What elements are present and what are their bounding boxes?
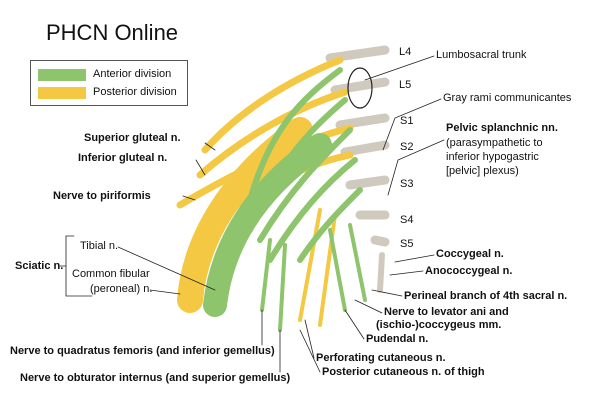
label-pelvic-line3: [pelvic] plexus)	[446, 165, 519, 177]
label-tibial: Tibial n.	[80, 240, 119, 252]
label-superior-gluteal: Superior gluteal n.	[84, 132, 181, 144]
label-sciatic: Sciatic n.	[15, 260, 64, 272]
label-lumbosacral-trunk: Lumbosacral trunk	[436, 49, 527, 61]
posterior-swatch	[38, 87, 86, 99]
label-pelvic-splanchnic: Pelvic splanchnic nn.	[446, 122, 558, 134]
label-inferior-gluteal: Inferior gluteal n.	[78, 152, 168, 164]
page-title: PHCN Online	[46, 20, 179, 45]
leader-lines	[59, 55, 445, 373]
label-s1: S1	[400, 115, 414, 127]
label-pelvic-line1: (parasympathetic to	[446, 137, 543, 149]
label-perineal-branch: Perineal branch of 4th sacral n.	[404, 290, 568, 302]
lumbosacral-ring	[347, 67, 373, 109]
label-l5: L5	[399, 79, 412, 91]
sciatic-anterior-band	[203, 133, 332, 317]
label-pelvic-line2: inferior hypogastric	[446, 151, 539, 163]
posterior-division-nerves	[176, 56, 354, 327]
label-gray-rami: Gray rami communicantes	[443, 92, 572, 104]
label-coccygeal: Coccygeal n.	[436, 248, 504, 260]
legend-anterior: Anterior division	[93, 68, 172, 80]
spinal-roots	[325, 45, 390, 293]
label-perforating-cutaneous: Perforating cutaneous n.	[316, 352, 446, 364]
legend: Anterior division Posterior division	[30, 60, 188, 106]
label-l4: L4	[399, 46, 412, 58]
label-coccygeus: (ischio-)coccygeus mm.	[376, 319, 502, 331]
label-s2: S2	[400, 141, 414, 153]
label-nerve-piriformis: Nerve to piriformis	[53, 190, 151, 202]
label-posterior-cutaneous: Posterior cutaneous n. of thigh	[322, 366, 485, 378]
anterior-division-nerves	[247, 67, 367, 332]
legend-posterior: Posterior division	[93, 86, 177, 98]
label-pudendal: Pudendal n.	[366, 333, 429, 345]
label-peroneal: (peroneal) n.	[90, 283, 153, 295]
anterior-swatch	[38, 69, 86, 81]
label-common-fibular: Common fibular	[72, 268, 150, 280]
label-levator-ani: Nerve to levator ani and	[384, 306, 509, 318]
label-s4: S4	[400, 214, 414, 226]
label-s3: S3	[400, 178, 414, 190]
sciatic-posterior-band	[177, 117, 313, 313]
label-nerve-obturator: Nerve to obturator internus (and superio…	[20, 372, 291, 384]
label-s5: S5	[400, 238, 414, 250]
label-nerve-quadratus: Nerve to quadratus femoris (and inferior…	[10, 345, 275, 357]
label-anococcygeal: Anococcygeal n.	[425, 265, 513, 277]
